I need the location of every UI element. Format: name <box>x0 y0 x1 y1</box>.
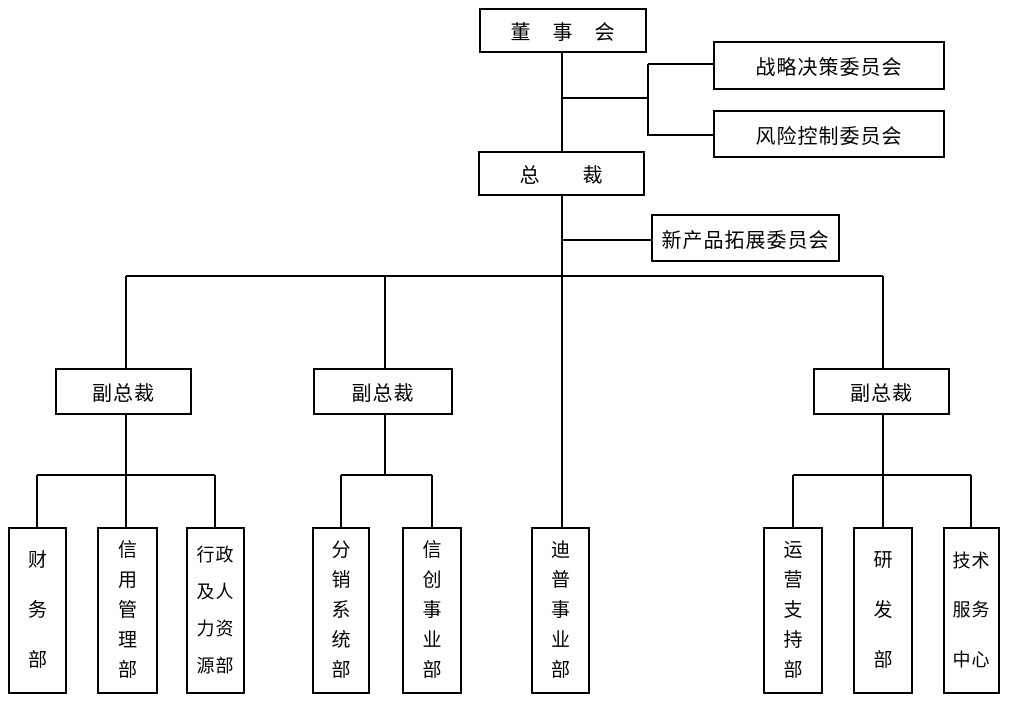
node-label-segment: 普 <box>550 570 570 592</box>
node-strategy-committee: 战略决策委员会 <box>713 41 945 90</box>
node-label: 副总裁 <box>92 383 155 405</box>
node-label-segment: 中心 <box>952 650 991 671</box>
node-admin-hr-dept: 行政及人力资源部 <box>186 527 245 694</box>
node-label-segment: 发 <box>873 599 893 621</box>
node-label-segment: 业 <box>550 629 570 651</box>
node-label-segment: 支 <box>783 599 803 621</box>
node-label-segment: 销 <box>331 570 351 592</box>
node-label-segment: 务 <box>27 599 47 621</box>
node-tech-service-center: 技术服务中心 <box>943 527 1000 694</box>
node-label: 总 裁 <box>519 165 604 187</box>
node-label-segment: 营 <box>783 570 803 592</box>
node-label-segment: 创 <box>422 570 442 592</box>
connector-new-product-stub <box>562 239 651 241</box>
node-distribution-sys-dept: 分销系统部 <box>312 527 370 694</box>
node-label: 副总裁 <box>850 383 913 405</box>
connector-board-bracket-stub <box>562 97 648 99</box>
node-label-segment: 部 <box>117 659 137 681</box>
node-label-segment: 系 <box>331 599 351 621</box>
node-label-segment: 研 <box>873 550 893 572</box>
connector-tech-service-drop <box>970 475 972 527</box>
node-label-segment: 及人 <box>196 581 235 602</box>
node-finance-dept: 财务部 <box>8 527 67 694</box>
connector-risk-committee-stub <box>648 134 713 136</box>
node-label-segment: 财 <box>27 550 47 572</box>
connector-rnd-drop <box>882 475 884 527</box>
node-president: 总 裁 <box>478 151 645 196</box>
node-credit-mgmt-dept: 信用管理部 <box>97 527 158 694</box>
connector-board-to-president <box>561 53 563 151</box>
node-label: 风险控制委员会 <box>755 125 903 148</box>
connector-vp-right-down <box>882 415 884 475</box>
node-label-segment: 部 <box>783 659 803 681</box>
node-label-segment: 信 <box>422 540 442 562</box>
node-label-segment: 部 <box>873 649 893 671</box>
node-label-segment: 服务 <box>952 600 991 621</box>
node-label-segment: 迪 <box>550 540 570 562</box>
connector-vp-left-down <box>125 415 127 475</box>
node-vp-left: 副总裁 <box>55 368 192 415</box>
node-label-segment: 信 <box>117 540 137 562</box>
node-label-segment: 技术 <box>952 550 991 571</box>
node-label-segment: 部 <box>422 659 442 681</box>
node-label: 新产品拓展委员会 <box>661 229 830 252</box>
node-rnd-dept: 研发部 <box>853 527 913 694</box>
node-label-segment: 管 <box>117 599 137 621</box>
node-label-segment: 理 <box>117 629 137 651</box>
connector-finance-drop <box>36 475 38 527</box>
connector-distribution-sys-drop <box>340 475 342 527</box>
node-label: 董 事 会 <box>510 22 616 44</box>
connector-vp-middle-sub-h <box>341 474 432 476</box>
node-label: 副总裁 <box>351 383 415 405</box>
node-new-product-committee: 新产品拓展委员会 <box>651 214 840 262</box>
connector-xinchuang-drop <box>431 475 433 527</box>
node-label-segment: 部 <box>331 659 351 681</box>
node-label-segment: 部 <box>550 659 570 681</box>
connector-credit-mgmt-drop <box>125 475 127 527</box>
connector-main-distribution-h <box>126 275 883 277</box>
connector-operations-support-drop <box>792 475 794 527</box>
node-label-segment: 业 <box>422 629 442 651</box>
connector-vp-right-drop <box>882 276 884 368</box>
node-dipu-business: 迪普事业部 <box>531 527 590 694</box>
node-risk-committee: 风险控制委员会 <box>713 110 945 158</box>
node-operations-support: 运营支持部 <box>763 527 823 694</box>
node-label-segment: 源部 <box>196 656 235 677</box>
node-label-segment: 部 <box>27 649 47 671</box>
connector-admin-hr-drop <box>214 475 216 527</box>
connector-vp-middle-down <box>384 415 386 475</box>
node-vp-middle: 副总裁 <box>313 368 453 415</box>
node-board: 董 事 会 <box>479 8 647 53</box>
node-label-segment: 统 <box>331 629 351 651</box>
node-vp-right: 副总裁 <box>813 368 950 415</box>
connector-vp-left-drop <box>125 276 127 368</box>
node-label-segment: 分 <box>331 540 351 562</box>
node-label-segment: 事 <box>550 599 570 621</box>
node-label-segment: 力资 <box>196 619 235 640</box>
connector-president-main-v <box>561 196 563 527</box>
node-label-segment: 事 <box>422 599 442 621</box>
node-label: 战略决策委员会 <box>755 57 903 79</box>
node-label-segment: 行政 <box>196 544 235 565</box>
node-xinchuang-business: 信创事业部 <box>402 527 462 694</box>
connector-strategy-committee-stub <box>648 63 713 65</box>
node-label-segment: 用 <box>117 570 137 592</box>
node-label-segment: 运 <box>783 540 803 562</box>
connector-vp-middle-drop <box>384 276 386 368</box>
node-label-segment: 持 <box>783 629 803 651</box>
connector-committee-bracket-v <box>647 64 649 136</box>
